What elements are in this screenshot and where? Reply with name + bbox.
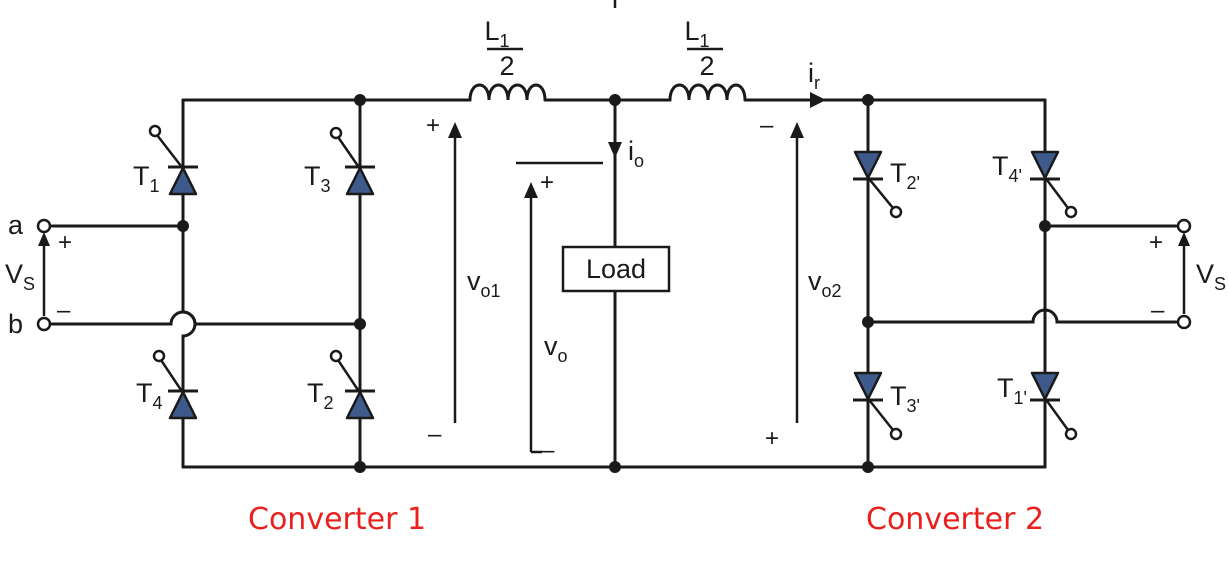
current-io-label: io <box>628 136 644 171</box>
inductor-right-label: L1 2 <box>684 16 723 81</box>
svg-text:T1: T1 <box>133 161 160 196</box>
vo-minus: – <box>541 437 555 464</box>
vs-right-minus: – <box>1151 297 1165 324</box>
terminal-b <box>36 316 52 332</box>
vo1-minus: – <box>428 421 442 448</box>
thyristor-t2: T2 <box>307 349 375 420</box>
terminal-a <box>36 218 52 234</box>
inductor-right-symbol: L <box>684 16 699 46</box>
terminal-a-label: a <box>8 210 24 240</box>
svg-text:L1: L1 <box>484 16 509 51</box>
svg-text:T4': T4' <box>992 151 1022 186</box>
current-ir-arrow <box>810 92 826 108</box>
terminal-right-top <box>1176 218 1192 234</box>
thyristor-t2prime: T2' <box>853 150 920 219</box>
svg-text:T4: T4 <box>136 378 163 413</box>
inductor-right <box>668 83 747 102</box>
vo1-arrow-head <box>448 122 462 138</box>
vs-right-arrow-head <box>1178 232 1190 246</box>
inductor-right-denominator: 2 <box>699 51 714 81</box>
vs-left-label: VS <box>5 259 35 294</box>
vo2-arrow-head <box>790 122 804 138</box>
vo1-label: vo1 <box>467 266 501 301</box>
current-ir-label: ir <box>808 58 820 93</box>
thyristor-t3: T3 <box>304 126 375 196</box>
converter-2-caption: Converter 2 <box>866 502 1044 537</box>
vo-plus: + <box>540 169 554 196</box>
vo2-plus: + <box>765 425 779 452</box>
inductor-left-denominator: 2 <box>499 51 514 81</box>
svg-text:T1': T1' <box>997 373 1027 408</box>
inductor-left-label: L1 2 <box>484 16 523 81</box>
thyristor-t4prime: T4' <box>992 150 1078 219</box>
thyristor-t1: T1 <box>133 124 198 196</box>
junction-dots <box>177 94 1051 473</box>
svg-text:T2': T2' <box>890 158 920 193</box>
vo-label: vo <box>544 331 568 366</box>
thyristor-t3prime: T3' <box>853 371 920 441</box>
vs-right-plus: + <box>1149 229 1163 256</box>
thyristor-t1prime: T1' <box>997 371 1078 441</box>
inductor-left-symbol: L <box>484 16 499 46</box>
load-label: Load <box>586 254 646 284</box>
vs-left-plus: + <box>58 229 72 256</box>
svg-text:T2: T2 <box>307 378 334 413</box>
terminal-right-bottom <box>1176 314 1192 330</box>
vo2-label: vo2 <box>808 266 842 301</box>
thyristor-t4: T4 <box>136 349 198 420</box>
load-box <box>561 245 671 293</box>
svg-text:T3': T3' <box>890 381 920 416</box>
vo1-plus: + <box>426 112 440 139</box>
terminal-b-label: b <box>8 309 23 339</box>
current-io-arrow <box>608 142 622 158</box>
vo-arrow-head <box>524 182 538 198</box>
svg-text:L1: L1 <box>684 16 709 51</box>
vs-left-arrow-head <box>38 232 50 246</box>
converter-1-caption: Converter 1 <box>248 502 426 537</box>
inductor-left-subscript: 1 <box>500 31 510 51</box>
svg-text:T3: T3 <box>304 161 331 196</box>
vs-right-label: VS <box>1196 259 1226 294</box>
inductor-right-subscript: 1 <box>700 31 710 51</box>
inductor-left <box>468 83 547 102</box>
vo2-minus: – <box>760 112 774 139</box>
vs-left-minus: – <box>57 297 71 324</box>
